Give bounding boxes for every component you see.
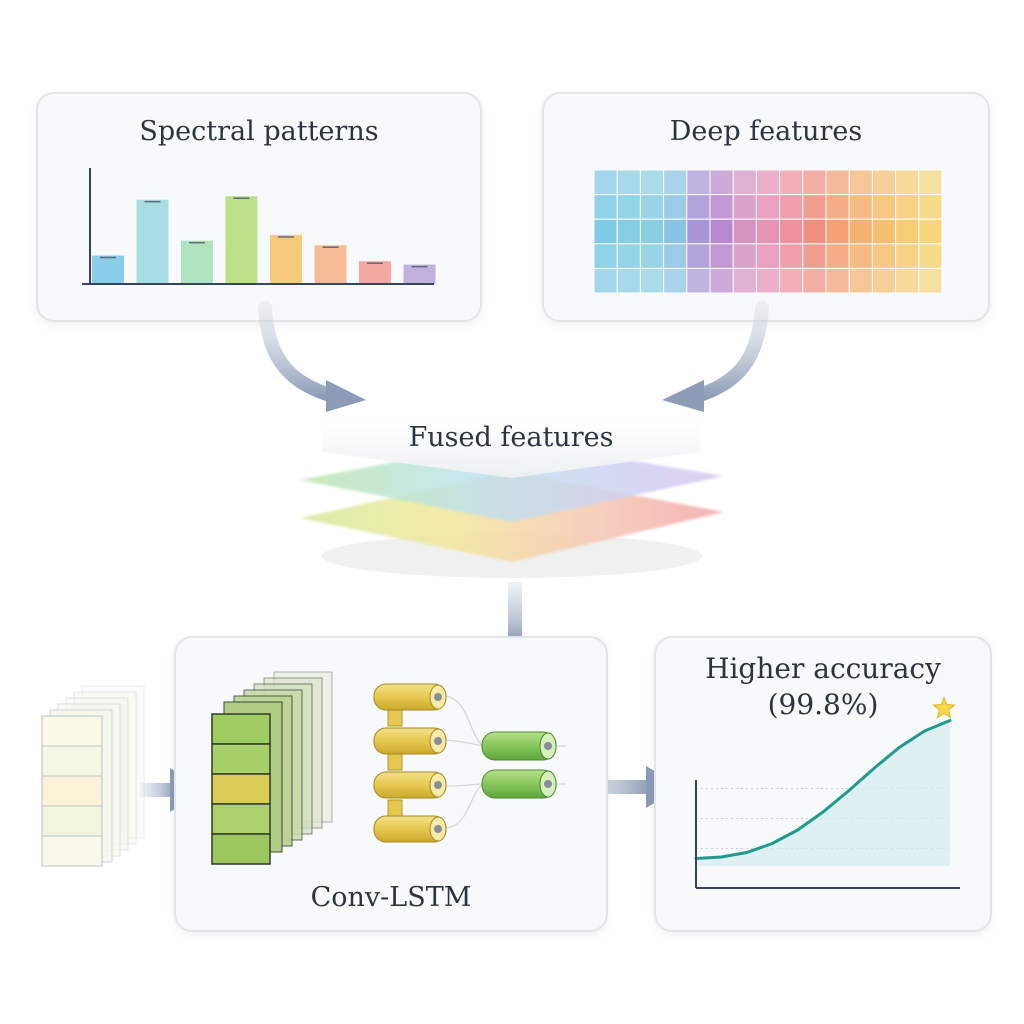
star-icon <box>932 696 956 719</box>
accuracy-title-line1: Higher accuracy <box>705 652 941 685</box>
arrow-spectral-to-fused <box>258 301 347 405</box>
spectral-patterns-panel: Spectral patterns <box>36 92 482 322</box>
lstm-cells <box>373 683 447 843</box>
deep-features-panel: Deep features <box>542 92 990 322</box>
accuracy-line <box>694 719 952 860</box>
accuracy-line-chart <box>694 696 960 889</box>
spectral-patterns-title: Spectral patterns <box>139 116 379 147</box>
area-fill <box>696 720 950 866</box>
arrow-head-right <box>662 380 704 412</box>
lstm-cell <box>373 727 447 755</box>
bar <box>314 245 347 284</box>
bar <box>181 240 213 284</box>
conv-front-block <box>211 713 271 865</box>
spectral-bar-chart <box>82 168 436 285</box>
bar <box>92 255 124 284</box>
lstm-connections <box>445 695 566 829</box>
fused-features-title: Fused features <box>408 422 614 453</box>
arrow-fused-to-conv <box>508 582 522 642</box>
bar <box>136 199 169 284</box>
deep-features-heatmap <box>593 169 943 294</box>
lstm-cell <box>373 771 447 799</box>
bar <box>270 234 302 284</box>
heat-cell <box>918 267 943 294</box>
bar <box>225 196 258 284</box>
fused-sheet-top <box>322 420 700 478</box>
input-frame-front <box>41 715 103 867</box>
arrow-input-to-conv <box>140 783 176 797</box>
bar <box>359 261 391 284</box>
accuracy-panel: Higher accuracy (99.8%) <box>654 636 992 932</box>
lstm-links <box>387 709 403 817</box>
conv-lstm-title: Conv-LSTM <box>310 882 472 913</box>
output-cells <box>481 731 557 799</box>
output-cell <box>481 769 557 799</box>
input-frames <box>41 685 145 867</box>
arrow-deep-to-fused <box>683 301 769 405</box>
lstm-cell <box>373 683 447 711</box>
output-cell <box>481 731 557 761</box>
bar <box>403 264 436 284</box>
accuracy-title-line2: (99.8%) <box>767 688 879 721</box>
deep-features-title: Deep features <box>669 116 863 147</box>
lstm-cell <box>373 815 447 843</box>
arrow-head-left <box>326 380 366 412</box>
conv-feature-maps <box>211 671 333 865</box>
